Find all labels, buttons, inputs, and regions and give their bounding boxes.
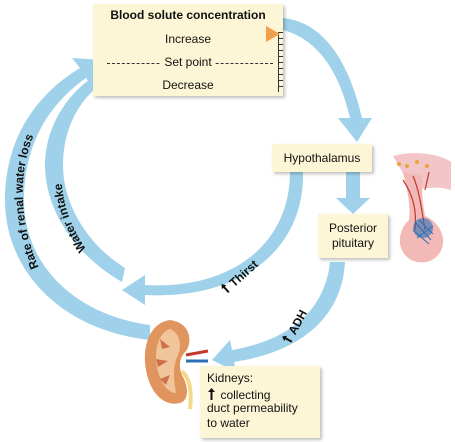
kidneys-label-line1: Kidneys: bbox=[207, 371, 254, 385]
hypothalamus-pituitary-illustration bbox=[393, 153, 451, 263]
arrow-adh bbox=[212, 262, 345, 372]
concentration-box: Blood solute concentration Increase Set … bbox=[93, 4, 283, 96]
concentration-title: Blood solute concentration bbox=[110, 8, 266, 22]
arrow-renal-loss bbox=[5, 58, 150, 340]
kidneys-label-line3: duct permeability bbox=[207, 401, 298, 415]
up-arrow-icon bbox=[282, 335, 293, 343]
pituitary-label-line2: pituitary bbox=[331, 236, 375, 250]
arrow-to-hypothalamus bbox=[283, 18, 372, 142]
kidneys-label-line2-row: collecting bbox=[207, 386, 270, 404]
set-point-label: Set point bbox=[161, 55, 215, 69]
increase-label: Increase bbox=[164, 32, 212, 46]
arrow-water-intake bbox=[45, 64, 125, 282]
arrow-thirst bbox=[122, 172, 304, 305]
arrow-to-pituitary bbox=[336, 172, 370, 214]
up-arrow-icon bbox=[221, 284, 230, 294]
kidneys-box: Kidneys: collecting duct permeability to… bbox=[200, 366, 320, 438]
decrease-label: Decrease bbox=[162, 78, 214, 92]
scale-ruler bbox=[278, 32, 283, 92]
set-point-marker-icon bbox=[266, 26, 280, 42]
kidney-illustration bbox=[144, 320, 209, 410]
kidneys-label-line2: collecting bbox=[220, 388, 271, 402]
pituitary-label-line1: Posterior bbox=[328, 221, 378, 235]
up-arrow-icon bbox=[208, 388, 215, 400]
hypothalamus-label: Hypothalamus bbox=[283, 151, 361, 165]
hypothalamus-box: Hypothalamus bbox=[272, 144, 372, 172]
pituitary-box: Posterior pituitary bbox=[318, 214, 388, 258]
kidneys-label-line4: to water bbox=[207, 416, 250, 430]
water-intake-label: Water intake bbox=[51, 183, 89, 255]
